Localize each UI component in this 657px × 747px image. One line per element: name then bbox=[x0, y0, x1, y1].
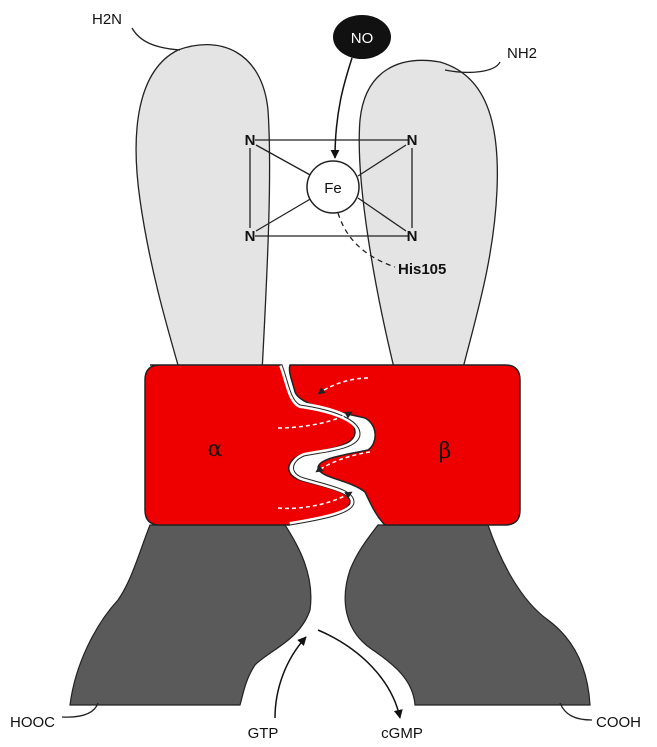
label-fe: Fe bbox=[324, 180, 342, 197]
label-n-top-left: N bbox=[245, 132, 256, 149]
h2n-tail bbox=[132, 28, 180, 50]
label-hooc: HOOC bbox=[10, 714, 55, 731]
alpha-catalytic-domain bbox=[70, 525, 311, 705]
label-his105: His105 bbox=[398, 261, 446, 278]
label-h2n: H2N bbox=[92, 11, 122, 28]
label-beta: β bbox=[439, 439, 452, 464]
no-binding-arrow bbox=[335, 58, 352, 158]
label-alpha: α bbox=[208, 437, 223, 462]
label-gtp: GTP bbox=[248, 725, 279, 742]
gtp-arrow bbox=[275, 637, 306, 718]
label-cooh: COOH bbox=[596, 714, 641, 731]
label-n-top-right: N bbox=[407, 132, 418, 149]
label-cgmp: cGMP bbox=[381, 725, 423, 742]
beta-heme-domain bbox=[359, 60, 497, 372]
label-n-bottom-right: N bbox=[407, 228, 418, 245]
label-no: NO bbox=[351, 30, 374, 47]
label-n-bottom-left: N bbox=[245, 228, 256, 245]
label-nh2: NH2 bbox=[507, 45, 537, 62]
